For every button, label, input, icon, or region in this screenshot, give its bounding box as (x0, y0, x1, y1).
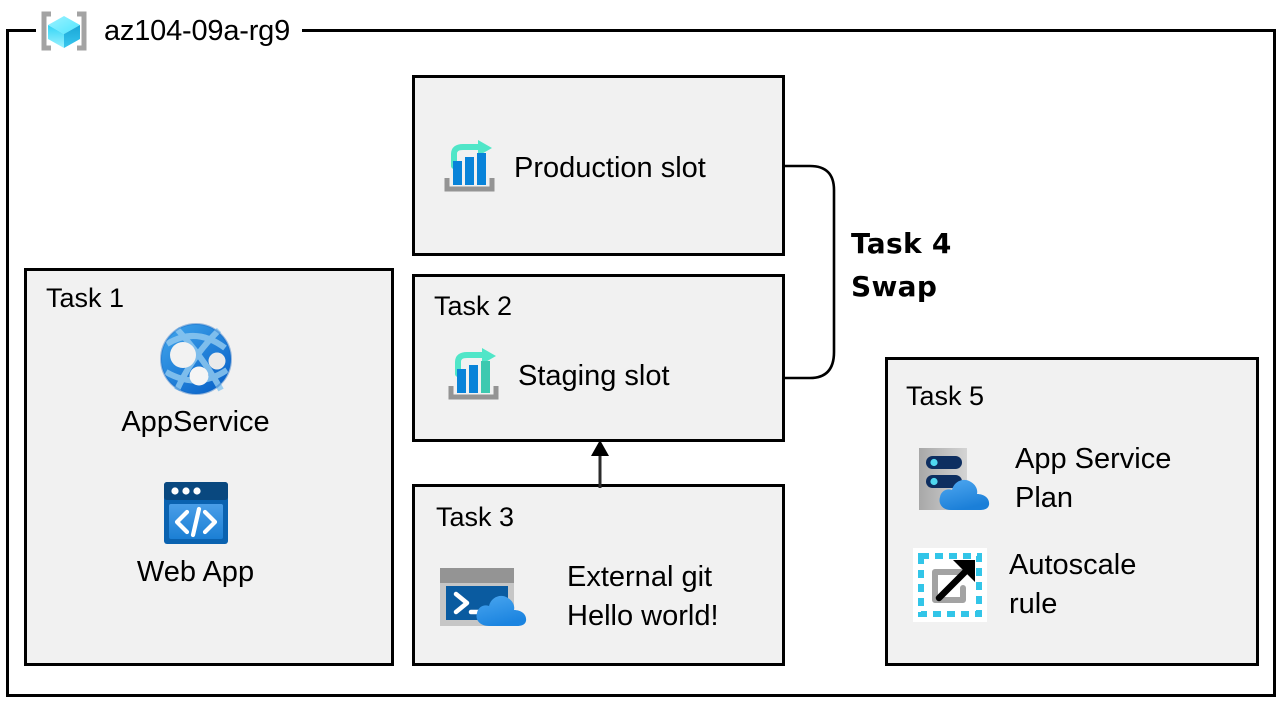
resource-group-name: az104-09a-rg9 (104, 14, 297, 48)
app-service-plan-label: App Service Plan (1015, 443, 1172, 514)
app-service-plan-row: App Service Plan (913, 440, 1171, 517)
staging-slot-row: Staging slot (444, 348, 670, 404)
resource-group-frame (6, 29, 1276, 697)
autoscale-rule-arrow-icon (913, 547, 987, 622)
app-service-label: AppService (121, 406, 270, 438)
autoscale-rule-row: Autoscale rule (913, 546, 1136, 623)
app-service-item: AppService (108, 320, 283, 439)
external-git-label: External git Hello world! (567, 561, 719, 632)
production-slot-label: Production slot (514, 151, 706, 184)
production-slot-row: Production slot (440, 140, 706, 196)
production-slot-box[interactable] (412, 75, 785, 256)
task3-label: Task 3 (436, 502, 515, 532)
app-service-plan-server-cloud-icon (913, 443, 993, 515)
task5-label: Task 5 (906, 381, 985, 411)
app-service-globe-icon (157, 320, 235, 398)
deployment-slot-icon (440, 140, 498, 196)
resource-group-header: az104-09a-rg9 (36, 6, 297, 56)
external-git-row: External git Hello world! (437, 558, 719, 635)
deployment-slot-staging-icon (444, 348, 502, 404)
web-app-label: Web App (136, 556, 255, 588)
cloud-shell-terminal-icon (437, 564, 533, 630)
task2-label: Task 2 (434, 291, 513, 321)
web-app-item: Web App (108, 478, 283, 589)
swap-label: Task 4 Swap (851, 227, 952, 304)
web-app-browser-code-icon (157, 478, 235, 548)
autoscale-rule-label: Autoscale rule (1009, 549, 1137, 620)
resource-group-cube-icon (36, 6, 92, 56)
staging-slot-label: Staging slot (518, 359, 670, 392)
task1-label: Task 1 (46, 283, 125, 313)
